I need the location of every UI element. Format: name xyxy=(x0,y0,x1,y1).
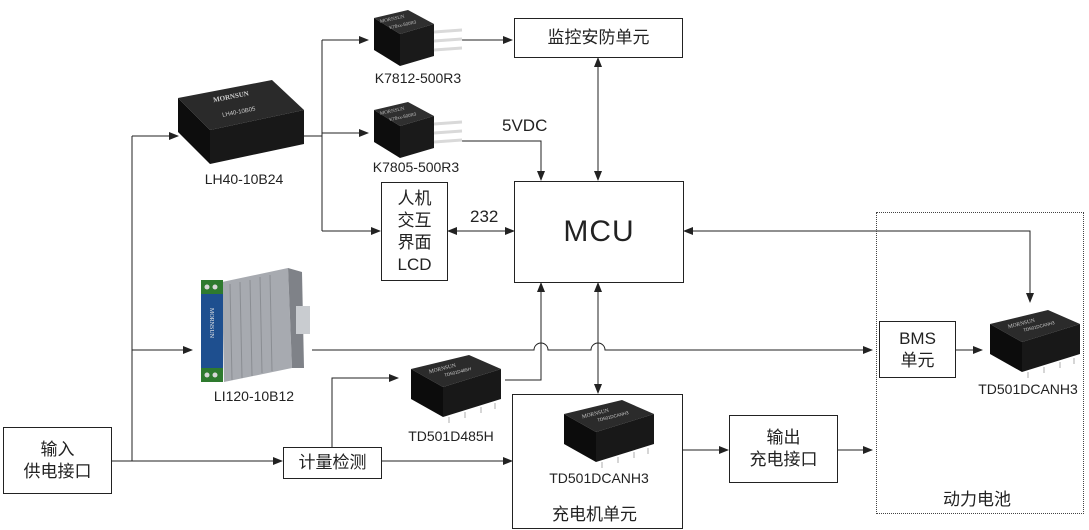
k7812-label: K7812-500R3 xyxy=(374,70,462,86)
k7812-module-image: MORNSUN K78xx-500R3 xyxy=(374,10,463,66)
lh40-label: LH40-10B24 xyxy=(204,171,284,187)
td-can-bms-label: TD501DCANH3 xyxy=(978,381,1078,397)
input-label-line2: 供电接口 xyxy=(23,461,92,481)
battery-group-label: 动力电池 xyxy=(943,490,1011,509)
charger-unit-label: 充电机单元 xyxy=(552,505,637,524)
monitoring-unit-label: 监控安防单元 xyxy=(547,28,650,47)
vdc-label: 5VDC xyxy=(502,116,548,135)
td485-module-image: MORNSUN TD501D485H xyxy=(411,355,501,423)
line-metering-485 xyxy=(331,374,399,447)
battery-group xyxy=(876,212,1084,514)
output-label-line2: 充电接口 xyxy=(749,450,818,469)
metering-label: 计量检测 xyxy=(298,453,367,472)
line-li120-bms xyxy=(312,342,873,354)
k7805-top-text: K78xx-500R3 xyxy=(389,111,417,122)
line-485-mcu xyxy=(505,282,545,381)
td-can-bms-module-image: MORNSUN TD501DCANH3 xyxy=(990,310,1080,378)
hmi-label-line3: 界面 xyxy=(397,232,432,252)
hmi-label-line2: 交互 xyxy=(397,210,432,230)
td485-top-text: TD501D485H xyxy=(444,366,472,378)
lh40-module-image: MORNSUN LH40-10B05 xyxy=(178,80,304,164)
input-label-line1: 输入 xyxy=(40,439,75,459)
line-k7805-mcu xyxy=(462,140,545,181)
li120-label: LI120-10B12 xyxy=(213,388,295,404)
k7812-top-text: K78xx-500R3 xyxy=(389,19,417,30)
output-label-line1: 输出 xyxy=(766,428,801,447)
hmi-label-line1: 人机 xyxy=(397,188,432,208)
hmi-box: 人机 交互 界面 LCD xyxy=(381,182,448,281)
hmi-label-line4: LCD xyxy=(397,254,432,274)
td-can-charger-module-image: MORNSUN TD501DCANH3 xyxy=(564,400,654,468)
metering-box: 计量检测 xyxy=(283,447,382,479)
rs232-label: 232 xyxy=(470,207,499,226)
bms-label-line1: BMS xyxy=(899,328,936,348)
monitoring-unit-box: 监控安防单元 xyxy=(514,18,683,58)
li120-module-image: MORNSUN xyxy=(201,268,310,382)
bms-label-line2: 单元 xyxy=(900,350,935,370)
li120-brand-text: MORNSUN xyxy=(208,308,214,339)
k7812-brand-text: MORNSUN xyxy=(380,15,406,25)
td-can-charger-label: TD501DCANH3 xyxy=(549,470,649,486)
td485-label: TD501D485H xyxy=(408,428,494,444)
k7805-brand-text: MORNSUN xyxy=(380,107,406,117)
k7805-module-image: MORNSUN K78xx-500R3 xyxy=(374,102,463,158)
output-charge-box: 输出 充电接口 xyxy=(729,415,838,483)
line-mcu-bms-can xyxy=(683,227,1034,303)
bms-box: BMS 单元 xyxy=(879,321,956,378)
k7805-label: K7805-500R3 xyxy=(372,159,460,175)
mcu-box: MCU xyxy=(514,181,684,283)
mcu-label: MCU xyxy=(563,215,635,248)
input-power-box: 输入 供电接口 xyxy=(3,427,112,494)
